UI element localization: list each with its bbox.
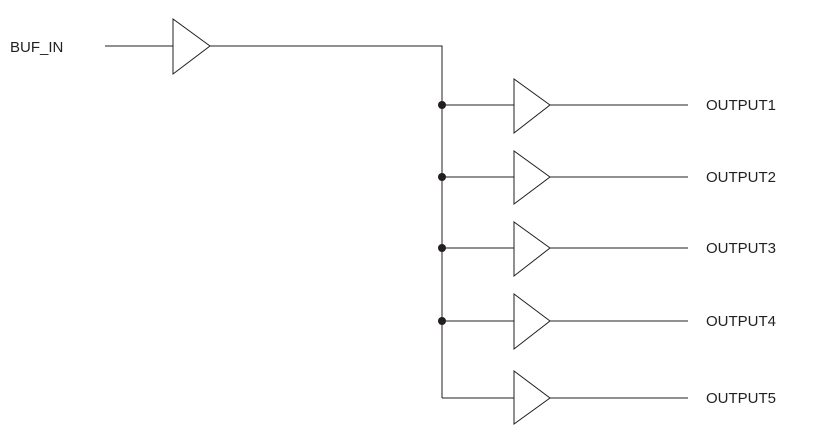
output-label-5: OUTPUT5 [706,390,776,407]
input-buffer [172,18,211,76]
output-label-2: OUTPUT2 [706,169,776,186]
input-label: BUF_IN [10,39,63,56]
output-branch-1: OUTPUT1 [438,78,776,135]
output-branch-3: OUTPUT3 [438,221,776,278]
input-buffer-output-wire [210,45,443,398]
output-buffer-3 [513,221,551,278]
output-label-1: OUTPUT1 [706,97,776,114]
output-label-4: OUTPUT4 [706,313,776,330]
output-branch-2: OUTPUT2 [438,150,776,205]
output-buffer-5 [513,370,551,425]
output-label-3: OUTPUT3 [706,240,776,257]
output-branch-5: OUTPUT5 [442,370,776,425]
output-buffer-1 [513,78,551,135]
output-buffer-4 [513,293,551,351]
output-branch-4: OUTPUT4 [438,293,776,351]
output-buffer-2 [513,150,551,205]
